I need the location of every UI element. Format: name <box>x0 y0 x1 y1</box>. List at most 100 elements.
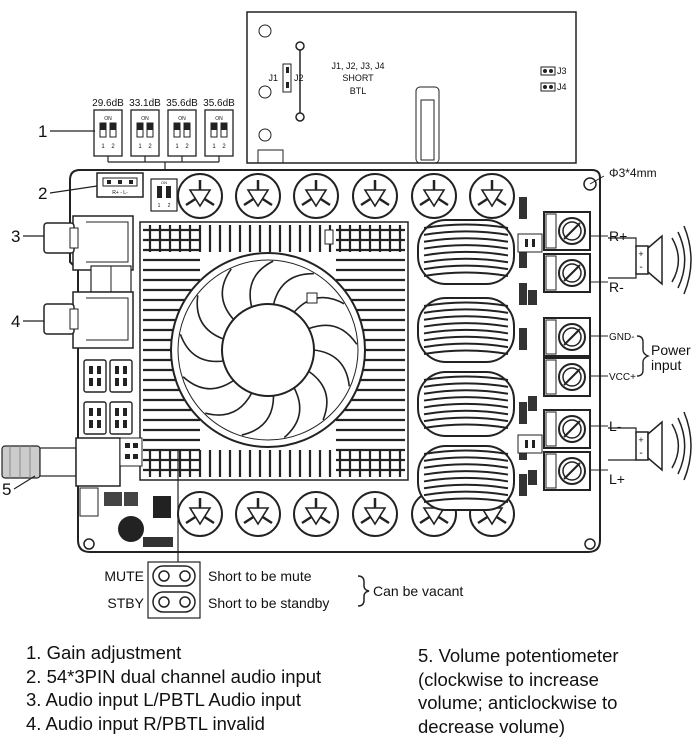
capacitor <box>469 173 515 219</box>
inductors <box>417 219 515 511</box>
terminal-labels: R+ R- GND- VCC+ Power input L- L+ <box>590 228 691 487</box>
stby-label: STBY <box>107 595 144 611</box>
relay-block <box>109 359 133 393</box>
label-l-minus: L- <box>609 418 622 434</box>
callout-1: 1 <box>38 122 47 141</box>
legend-item-5-line-4: decrease volume) <box>418 715 566 737</box>
speaker-right: +- <box>608 225 692 295</box>
mute-stby-detail: MUTE STBY Short to be mute Short to be s… <box>104 450 463 619</box>
label-r-minus: R- <box>609 279 624 295</box>
jumper-label-j1: J1 <box>268 73 278 83</box>
dip-on-board: ON <box>161 180 167 185</box>
screw-terminal-gnd <box>543 317 591 357</box>
dip-pin-board-1: 1 <box>158 203 161 209</box>
relay-block <box>83 401 107 435</box>
dip-pin-board-2: 2 <box>168 203 171 209</box>
capacitor <box>235 491 281 537</box>
mute-label: MUTE <box>104 568 144 584</box>
capacitor <box>177 491 223 537</box>
legend-left: 1. Gain adjustment 2. 54*3PIN dual chann… <box>26 641 321 735</box>
power-input-line-1: Power <box>651 342 691 358</box>
mute-description: Short to be mute <box>208 568 312 584</box>
gain-label-2: 33.1dB <box>129 98 161 109</box>
mount-hole-size: Φ3*4mm <box>609 166 657 180</box>
dip-pin-1: 1 <box>175 144 179 150</box>
screw-terminal-r-minus <box>543 253 591 293</box>
dip-pin-2: 2 <box>111 144 115 150</box>
gain-label-1: 29.6dB <box>92 98 124 109</box>
label-l-plus: L+ <box>609 471 625 487</box>
speaker-minus-sign: - <box>639 262 642 273</box>
toroid-inductor <box>417 445 515 511</box>
screw-terminals <box>543 211 591 491</box>
dip-pin-2: 2 <box>148 144 152 150</box>
capacitor <box>235 173 281 219</box>
toroid-inductor <box>417 371 515 437</box>
capacitor <box>177 173 223 219</box>
gain-label-3: 35.6dB <box>166 98 198 109</box>
speaker-minus-sign: - <box>639 448 642 459</box>
capacitor-row <box>177 173 515 537</box>
dip-pin-2: 2 <box>222 144 226 150</box>
callout-4: 4 <box>11 312 20 331</box>
callout-5: 5 <box>2 480 11 499</box>
capacitor <box>293 173 339 219</box>
jumper-note-line-2: SHORT <box>342 73 374 83</box>
mount-hole-callout: Φ3*4mm <box>589 166 657 185</box>
dip-pin-1: 1 <box>212 144 216 150</box>
legend-item-5-line-1: 5. Volume potentiometer <box>418 645 619 666</box>
dip-pin-1: 1 <box>101 144 105 150</box>
relay-block <box>83 359 107 393</box>
jumper-insert: J1 J2 J1, J2, J3, J4 SHORT BTL J3 J4 <box>246 11 577 164</box>
jumper-label-j3: J3 <box>557 66 567 76</box>
label-r-plus: R+ <box>609 228 627 244</box>
dip-on-label: ON <box>215 116 223 122</box>
legend-right: 5. Volume potentiometer (clockwise to in… <box>418 644 619 738</box>
dip-on-label: ON <box>141 116 149 122</box>
amplifier-board-diagram: J1 J2 J1, J2, J3, J4 SHORT BTL J3 J4 29.… <box>1 11 692 619</box>
legend-item-3: 3. Audio input L/PBTL Audio input <box>26 689 301 710</box>
capacitor <box>352 491 398 537</box>
label-gnd: GND- <box>609 332 635 343</box>
dip-pin-1: 1 <box>138 144 142 150</box>
screw-terminal-l-plus <box>543 451 591 491</box>
legend-item-5-line-3: volume; anticlockwise to <box>418 692 618 713</box>
capacitor <box>411 173 457 219</box>
legend-item-5-line-2: (clockwise to increase <box>418 668 599 690</box>
jumper-label-j2: J2 <box>294 73 304 83</box>
legend-item-1: 1. Gain adjustment <box>26 642 182 663</box>
callout-3: 3 <box>11 227 20 246</box>
screw-terminal-r-plus <box>543 211 591 251</box>
capacitor <box>352 173 398 219</box>
screw-terminal-l-minus <box>543 409 591 449</box>
callout-2: 2 <box>38 184 47 203</box>
speaker-plus-sign: + <box>638 435 643 445</box>
label-vcc: VCC+ <box>609 372 636 383</box>
capacitor <box>293 491 339 537</box>
dip-pin-2: 2 <box>185 144 189 150</box>
jumper-note-line-3: BTL <box>350 86 367 96</box>
cooling-fan <box>170 252 366 448</box>
relay-block <box>109 401 133 435</box>
input-section: R+ - L- ON 1 2 <box>43 172 334 349</box>
smd-components <box>517 197 543 496</box>
jumper-note-line-1: J1, J2, J3, J4 <box>331 61 384 71</box>
toroid-inductor <box>417 297 515 363</box>
jumper-label-j4: J4 <box>557 82 567 92</box>
toroid-inductor <box>417 219 515 285</box>
speakers: +-+- <box>608 225 692 481</box>
power-input-line-2: input <box>651 357 681 373</box>
legend-item-4: 4. Audio input R/PBTL invalid <box>26 712 265 734</box>
stby-description: Short to be standby <box>208 595 329 611</box>
gain-label-4: 35.6dB <box>203 98 235 109</box>
dip-on-label: ON <box>178 116 186 122</box>
legend-item-2: 2. 54*3PIN dual channel audio input <box>26 665 322 687</box>
speaker-left: +- <box>608 411 692 481</box>
can-be-vacant: Can be vacant <box>373 583 463 599</box>
relay-blocks <box>83 359 133 435</box>
